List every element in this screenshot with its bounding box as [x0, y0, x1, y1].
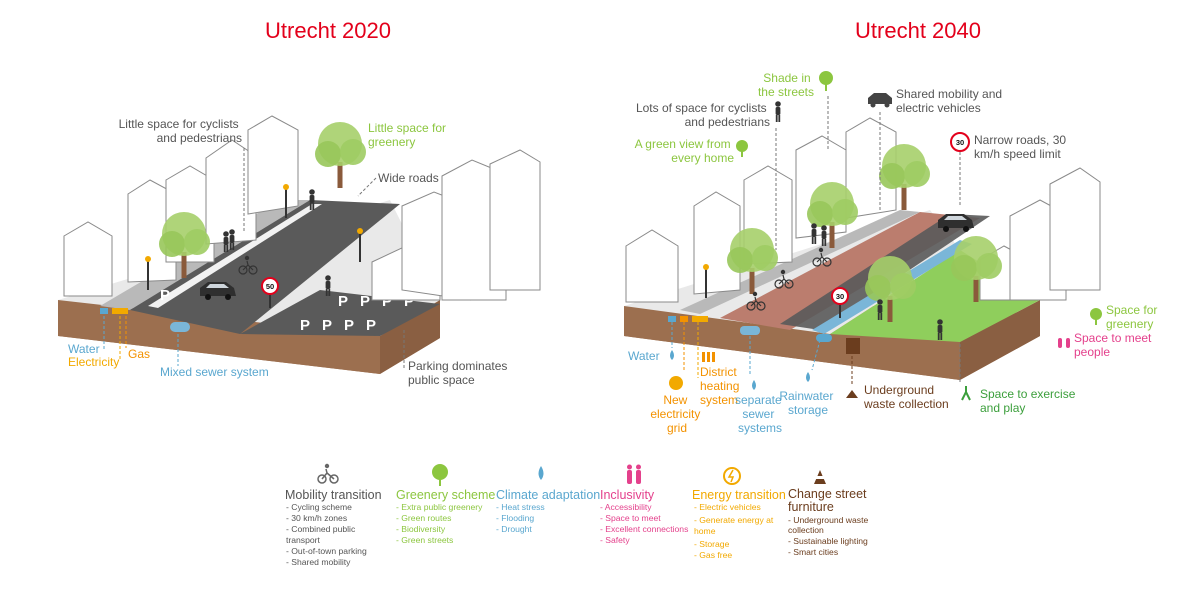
label-little-space-greenery: Little space for greenery: [368, 121, 449, 149]
svg-text:- Electric vehicles -: - Electric vehicles - Generate energy at…: [694, 502, 776, 560]
speed-sign-50: 50: [261, 277, 279, 308]
label-shade: Shade in the streets: [758, 71, 814, 99]
rainwater-drop-icon: [806, 372, 810, 382]
electricity-grid-icon: [669, 376, 683, 390]
svg-text:P: P: [382, 293, 392, 310]
svg-text:- Underground waste: - Underground waste collection - Sustain…: [788, 515, 871, 557]
houses-right: [371, 149, 541, 301]
label-little-space-cyclists: Little space for cyclists and pedestrian…: [119, 117, 242, 145]
legend: Mobility transition - Cycling scheme - 3…: [285, 463, 871, 567]
parking-lot: [240, 290, 440, 336]
soil-side: [380, 300, 440, 374]
water-drop-icon: [670, 350, 674, 360]
exercise-icon: [961, 386, 971, 401]
waste-container: [846, 338, 860, 354]
svg-text:- Cycling scheme - 30: - Cycling scheme - 30 km/h zones - Combi…: [286, 502, 369, 567]
home-tree-icon: [736, 140, 748, 157]
label-narrow-roads: Narrow roads, 30 km/h speed limit: [974, 133, 1069, 161]
scene-2040: 30 30: [624, 71, 1161, 435]
legend-mobility: Mobility transition - Cycling scheme - 3…: [285, 488, 382, 567]
svg-text:Change street: Change street: [788, 487, 867, 501]
svg-text:P: P: [300, 317, 310, 334]
label-parking-dominates: Parking dominates public space: [408, 359, 511, 387]
svg-text:Greenery scheme: Greenery scheme: [396, 488, 495, 502]
label-exercise-play: Space to exercise and play: [980, 387, 1079, 415]
svg-text:P: P: [366, 317, 376, 334]
label-gas-2020: Gas: [128, 347, 150, 361]
svg-text:P: P: [404, 293, 414, 310]
legend-furniture: Change street furniture - Underground wa…: [788, 487, 871, 557]
label-mixed-sewer: Mixed sewer system: [160, 365, 269, 379]
legend-energy: Energy transition - Electric vehicles - …: [692, 488, 786, 560]
svg-text:P: P: [322, 317, 332, 334]
legend-greenery: Greenery scheme - Extra public greenery …: [396, 488, 495, 545]
label-green-view: A green view from every home: [635, 137, 735, 165]
svg-text:furniture: furniture: [788, 500, 834, 514]
sewer-drop-icon: [752, 380, 756, 390]
label-shared-mobility: Shared mobility and electric vehicles: [896, 87, 1005, 115]
label-separate-sewer: separate sewer systems: [735, 393, 785, 435]
svg-text:Inclusivity: Inclusivity: [600, 488, 655, 502]
legend-inclusivity: Inclusivity - Accessibility - Space to m…: [600, 488, 691, 545]
electricity-cable: [112, 308, 128, 314]
svg-text:30: 30: [836, 292, 844, 301]
label-space-for-greenery: Space for greenery: [1106, 303, 1161, 331]
svg-text:- Extra public greenery: - Extra public greenery - Green routes -…: [396, 502, 485, 545]
label-new-electricity-grid: New electricity grid: [650, 393, 703, 435]
label-space-to-meet: Space to meet people: [1074, 331, 1155, 359]
soil-front: [58, 300, 380, 374]
water-pipe: [100, 308, 108, 314]
svg-text:P: P: [160, 287, 170, 304]
legend-climate: Climate adaptation - Heat stress - Flood…: [496, 488, 600, 534]
mobility-icon: [317, 463, 339, 484]
meet-people-icon: [1058, 338, 1070, 348]
shared-car-icon: [868, 93, 892, 108]
greenery-icon: [1090, 308, 1102, 325]
svg-text:Energy transition: Energy transition: [692, 488, 786, 502]
label-rainwater-storage: Rainwater storage: [779, 389, 836, 417]
svg-text:30: 30: [956, 138, 964, 147]
district-heating-icon: [702, 352, 715, 362]
svg-text:- Heat stress - Floodi: - Heat stress - Flooding - Drought: [496, 502, 547, 534]
tree-right: [315, 122, 366, 188]
furniture-icon: [814, 470, 826, 484]
title-2020: Utrecht 2020: [265, 18, 391, 43]
svg-text:P: P: [344, 317, 354, 334]
waste-icon: [846, 390, 858, 398]
label-waste-collection: Underground waste collection: [863, 383, 949, 411]
road: [130, 200, 400, 334]
greenery-scheme-icon: [432, 464, 448, 486]
label-wide-roads: Wide roads: [378, 171, 439, 185]
energy-icon: [723, 467, 741, 485]
inclusivity-icon: [627, 464, 641, 484]
parking-marks: P P P P P P P P P: [160, 287, 414, 334]
speed-sign-30-road: 30: [831, 287, 849, 318]
label-water-2040: Water: [628, 349, 660, 363]
svg-text:P: P: [360, 293, 370, 310]
label-district-heating: District heating system: [700, 365, 743, 407]
label-lots-space-cyclists: Lots of space for cyclists and pedestria…: [636, 101, 770, 129]
shade-tree-icon: [819, 71, 833, 91]
speed-sign-30-label: 30: [950, 132, 970, 152]
label-electricity-2020: Electricity: [68, 355, 119, 369]
svg-text:Climate adaptation: Climate adaptation: [496, 488, 600, 502]
scene-2020: P P P P P P P P P: [58, 115, 541, 387]
svg-text:P: P: [338, 293, 348, 310]
climate-drop-icon: [538, 466, 544, 480]
svg-text:- Accessibility - Spac: - Accessibility - Space to meet - Excell…: [600, 502, 691, 545]
title-2040: Utrecht 2040: [855, 18, 981, 43]
svg-text:Mobility transition: Mobility transition: [285, 488, 382, 502]
svg-text:50: 50: [266, 282, 274, 291]
sewer-pipe: [170, 322, 190, 332]
label-water-2020: Water: [68, 342, 100, 356]
pedestrian-icon-2040: [775, 101, 781, 122]
